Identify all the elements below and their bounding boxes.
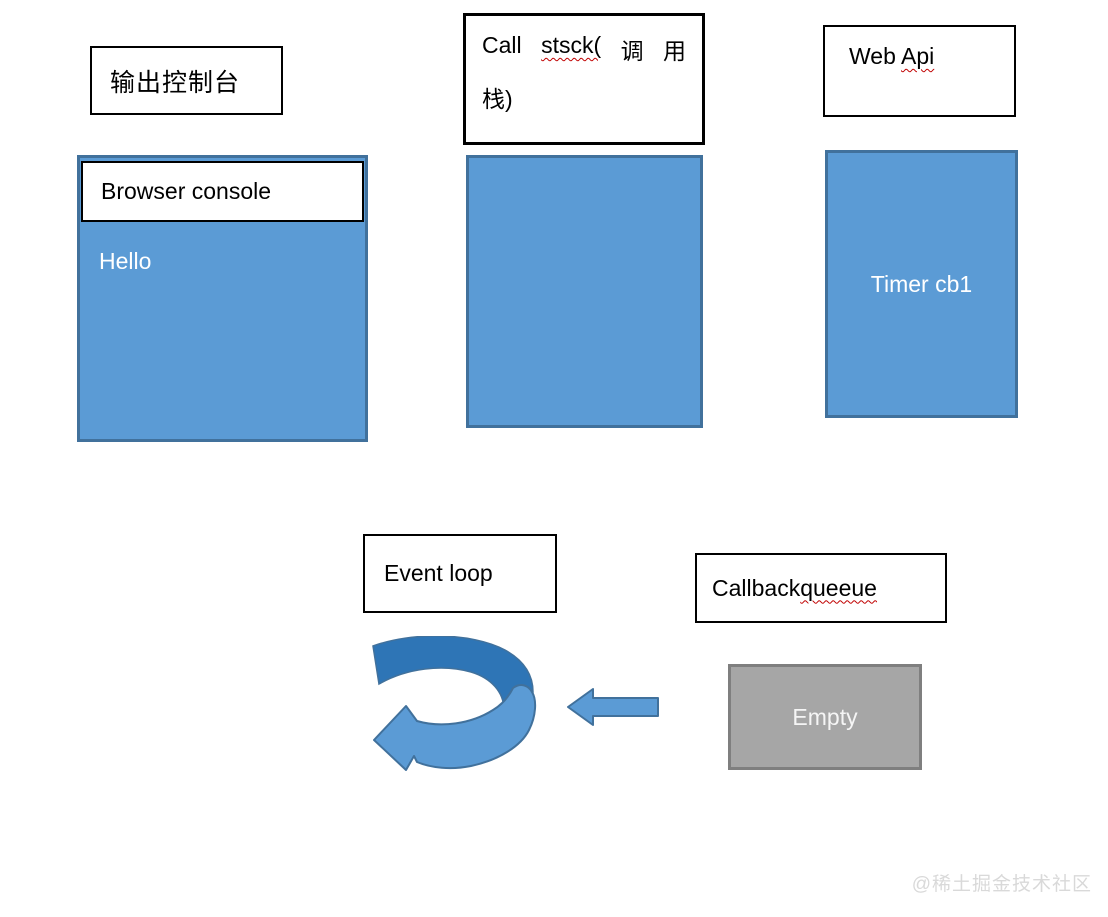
event-loop-label-text: Event loop [384,560,493,586]
callback-queue-empty-box: Empty [728,664,922,770]
watermark: @稀土掘金技术社区 [911,874,1092,895]
browser-console-title: Browser console [101,178,272,204]
browser-console-box: Browser console Hello [77,155,368,442]
callback-queue-empty-text: Empty [792,703,858,730]
left-arrow [567,688,659,726]
call-stack-box [466,155,703,428]
web-api-label: Web Api [823,25,1016,117]
web-api-box: Timer cb1 [825,150,1018,418]
call-stack-label-line1: Call stsck( 调 用 [482,32,686,66]
call-stack-word-stsck: stsck( [541,32,602,58]
event-loop-label: Event loop [363,534,557,613]
event-loop-spiral-arrow [372,636,537,771]
call-stack-label: Call stsck( 调 用 栈) [463,13,705,145]
callback-queue-label: Callback queeue [695,553,947,623]
call-stack-word-call: Call [482,32,522,58]
callback-queue-label-prefix: Callback [712,574,801,601]
output-console-label-text: 输出控制台 [110,68,241,97]
output-console-label: 输出控制台 [90,46,283,115]
web-api-label-api: Api [901,43,935,69]
browser-console-log: Hello [99,248,152,274]
spiral-bottom-band-arrowhead [373,684,537,771]
browser-console-header: Browser console [81,161,364,222]
call-stack-word-yong: 用 [663,38,686,64]
web-api-timer-cb1: Timer cb1 [870,270,973,297]
call-stack-word-diao: 调 [620,38,644,64]
web-api-label-prefix: Web [849,43,901,69]
call-stack-label-line2: 栈) [482,86,513,112]
callback-queue-label-queeue: queeue [800,574,877,601]
left-arrow-shape [567,688,659,726]
